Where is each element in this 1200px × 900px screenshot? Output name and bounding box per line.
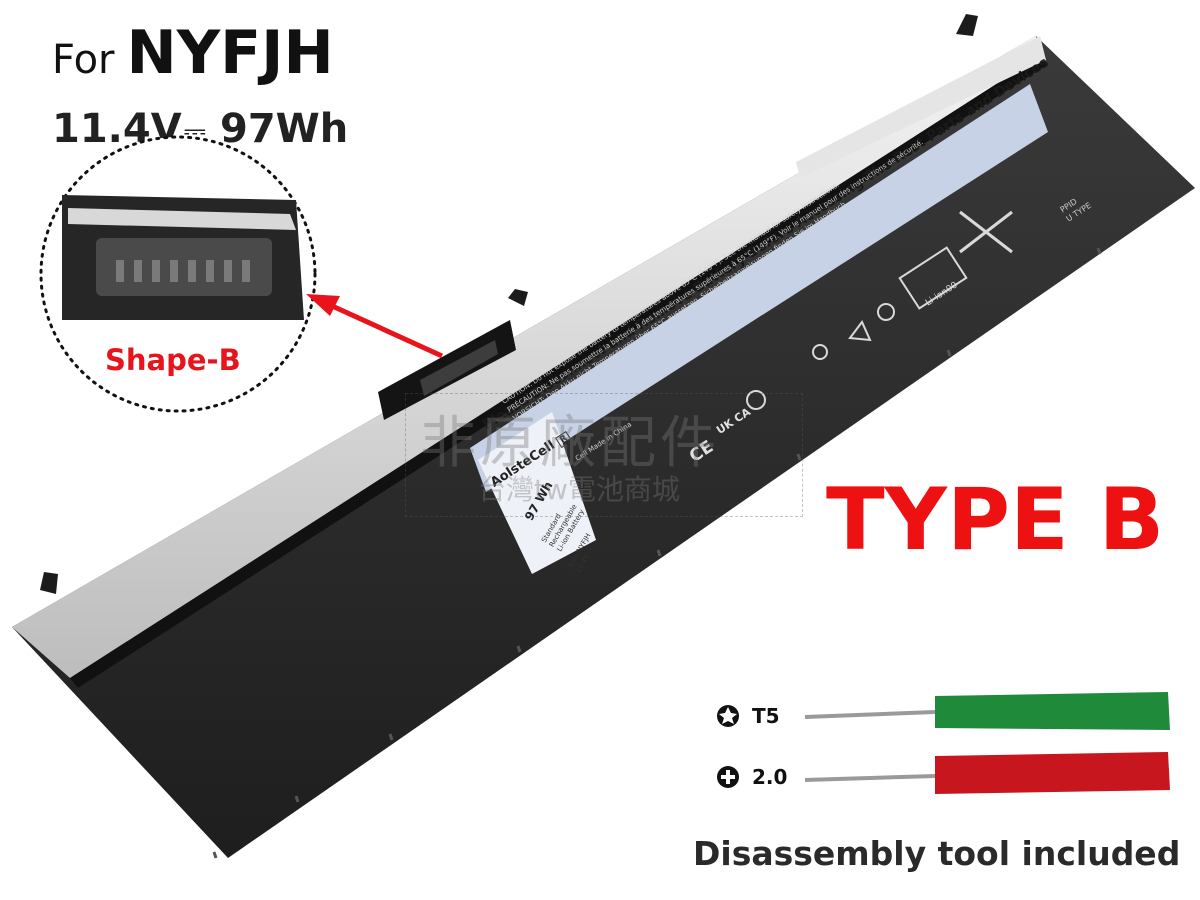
- watermark-line1: 非原廠配件: [420, 411, 720, 476]
- model-number: NYFJH: [126, 18, 334, 88]
- shape-label: Shape-B: [105, 343, 241, 377]
- recycle-icon: [898, 246, 968, 310]
- crossed-bin-icon: [959, 210, 1013, 254]
- mount-tab: [508, 289, 528, 306]
- capacity-value: 97Wh: [220, 106, 349, 152]
- watermark-line2: 台灣tw電池商城: [478, 473, 680, 506]
- tools-caption: Disassembly tool included: [693, 834, 1181, 873]
- phillips-shaft: [804, 774, 936, 782]
- callout-arrow: [328, 302, 444, 359]
- silver-rail: [12, 36, 1040, 678]
- t5-shaft: [804, 710, 936, 719]
- tool-label-t5: T5: [752, 704, 780, 728]
- mount-tab: [956, 14, 978, 36]
- spec-sticker: [478, 412, 596, 574]
- battery-body: [12, 36, 1195, 858]
- warning-triangle-icon: [848, 320, 872, 342]
- tool-label-phillips: 2.0: [752, 765, 788, 789]
- for-label: For: [52, 37, 115, 83]
- mount-tab: [40, 572, 58, 594]
- cert-icon: [877, 303, 895, 321]
- type-badge: TYPE B: [826, 470, 1165, 570]
- t5-handle: [935, 692, 1170, 730]
- watermark-box: [405, 393, 803, 517]
- phillips-handle: [935, 752, 1170, 794]
- warning-banner-bg: [470, 84, 1048, 492]
